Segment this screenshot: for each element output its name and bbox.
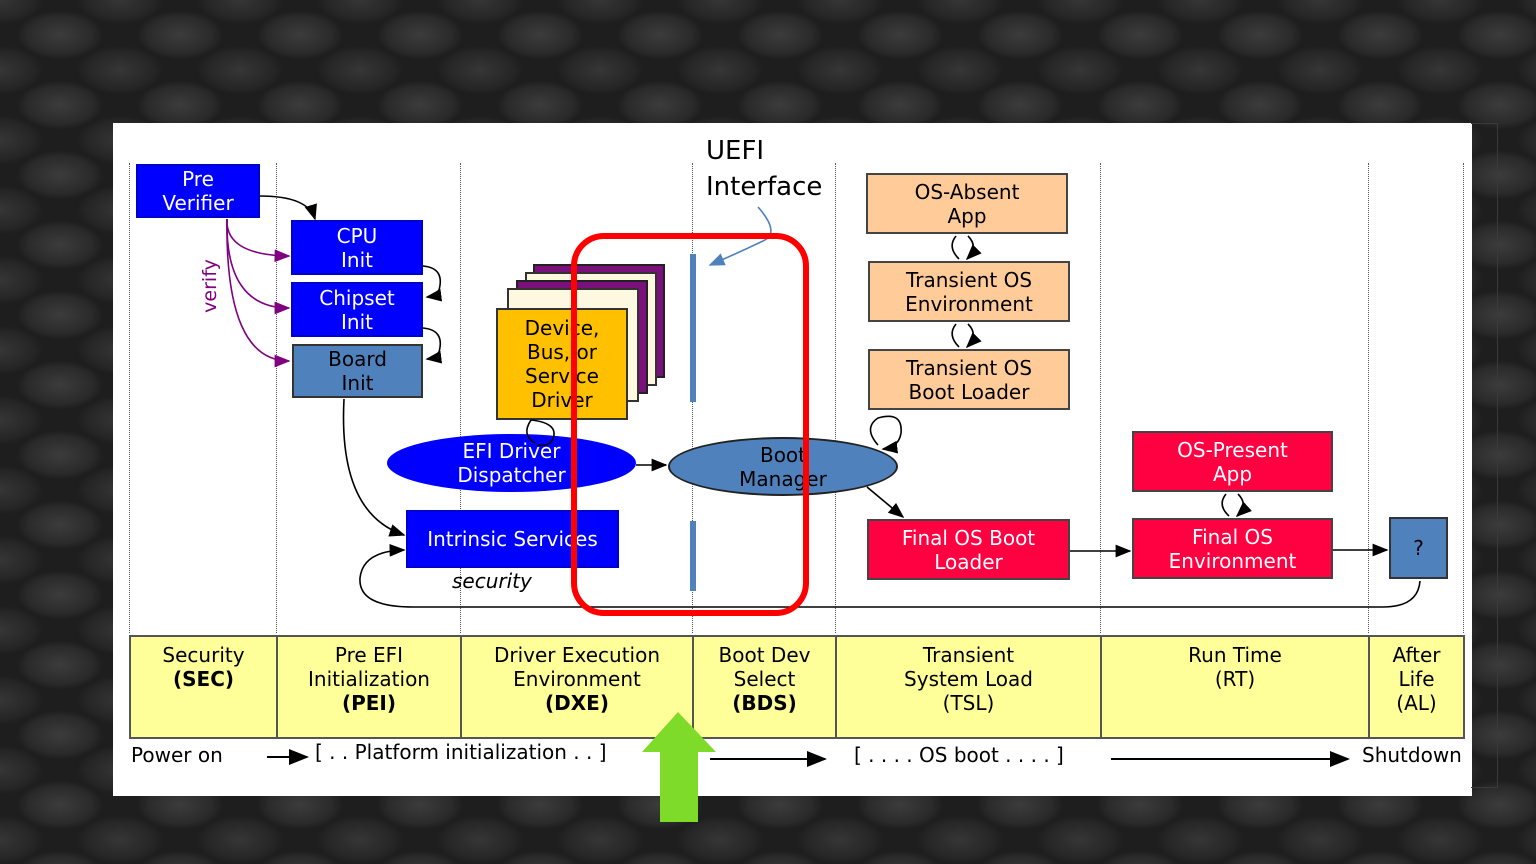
uefi-interface-label: UEFI Interface: [706, 133, 822, 205]
chipset-init-box[interactable]: Chipset Init: [291, 282, 423, 337]
phase-line: (PEI): [341, 691, 397, 715]
pre-verifier-box[interactable]: Pre Verifier: [136, 164, 260, 218]
timeline-shutdown: Shutdown: [1362, 743, 1462, 767]
boot-manager[interactable]: Boot Manager: [668, 437, 898, 496]
divider: [1368, 163, 1369, 633]
phase-line: Initialization: [308, 667, 430, 691]
phase-line: System Load: [904, 667, 1033, 691]
phase-rt: Run Time (RT): [1102, 637, 1370, 737]
efi-driver-dispatcher[interactable]: EFI Driver Dispatcher: [387, 434, 636, 492]
device-driver-box[interactable]: Device, Bus, or Service Driver: [496, 308, 628, 420]
phase-al: After Life (AL): [1370, 637, 1463, 737]
phase-line: (AL): [1396, 691, 1437, 715]
phase-line: (DXE): [545, 691, 609, 715]
slide-edge: [1471, 123, 1498, 788]
phase-line: After: [1392, 643, 1441, 667]
phase-tsl: Transient System Load (TSL): [837, 637, 1102, 737]
security-label: security: [452, 569, 532, 593]
unknown-box[interactable]: ?: [1389, 517, 1448, 579]
connector-layer: [226, 195, 1421, 767]
phase-line: (SEC): [172, 667, 235, 691]
uefi-label-line2: Interface: [706, 172, 823, 202]
divider: [129, 163, 130, 633]
phase-line: Select: [733, 667, 796, 691]
phase-bar: Security (SEC) Pre EFI Initialization (P…: [129, 635, 1465, 739]
timeline-platform-init: [ . . Platform initialization . . ]: [315, 740, 607, 764]
phase-line: Pre EFI: [334, 643, 404, 667]
phase-line: Boot Dev: [718, 643, 811, 667]
phase-bds: Boot Dev Select (BDS): [694, 637, 837, 737]
divider: [460, 163, 461, 633]
divider: [276, 163, 277, 633]
phase-pei: Pre EFI Initialization (PEI): [278, 637, 462, 737]
divider: [835, 163, 836, 633]
phase-dxe: Driver Execution Environment (DXE): [462, 637, 694, 737]
phase-line: (BDS): [732, 691, 797, 715]
uefi-boot-flow-diagram: UEFI Interface Pre Verifier CPU Init Chi…: [113, 123, 1472, 796]
uefi-label-line1: UEFI: [706, 136, 765, 166]
cpu-init-box[interactable]: CPU Init: [291, 220, 423, 275]
phase-line: Driver Execution: [493, 643, 661, 667]
green-up-arrow-icon: [642, 712, 716, 822]
phase-line: Run Time: [1188, 643, 1282, 667]
os-absent-app-box[interactable]: OS-Absent App: [866, 173, 1068, 234]
board-init-box[interactable]: Board Init: [292, 344, 423, 398]
phase-line: Transient: [922, 643, 1015, 667]
timeline-power-on: Power on: [131, 743, 223, 767]
divider: [1463, 163, 1464, 633]
timeline-os-boot: [ . . . . OS boot . . . . ]: [854, 743, 1064, 767]
phase-line: Environment: [513, 667, 641, 691]
phase-sec: Security (SEC): [131, 637, 278, 737]
phase-line: (RT): [1214, 667, 1256, 691]
divider: [1100, 163, 1101, 633]
phase-line: Life: [1398, 667, 1435, 691]
final-os-boot-loader-box[interactable]: Final OS Boot Loader: [867, 519, 1070, 580]
highlight-rectangle: [571, 233, 809, 616]
intrinsic-services-box[interactable]: Intrinsic Services: [406, 510, 619, 568]
phase-line: (TSL): [942, 691, 995, 715]
phase-line: Security: [162, 643, 245, 667]
os-present-app-box[interactable]: OS-Present App: [1132, 431, 1333, 492]
